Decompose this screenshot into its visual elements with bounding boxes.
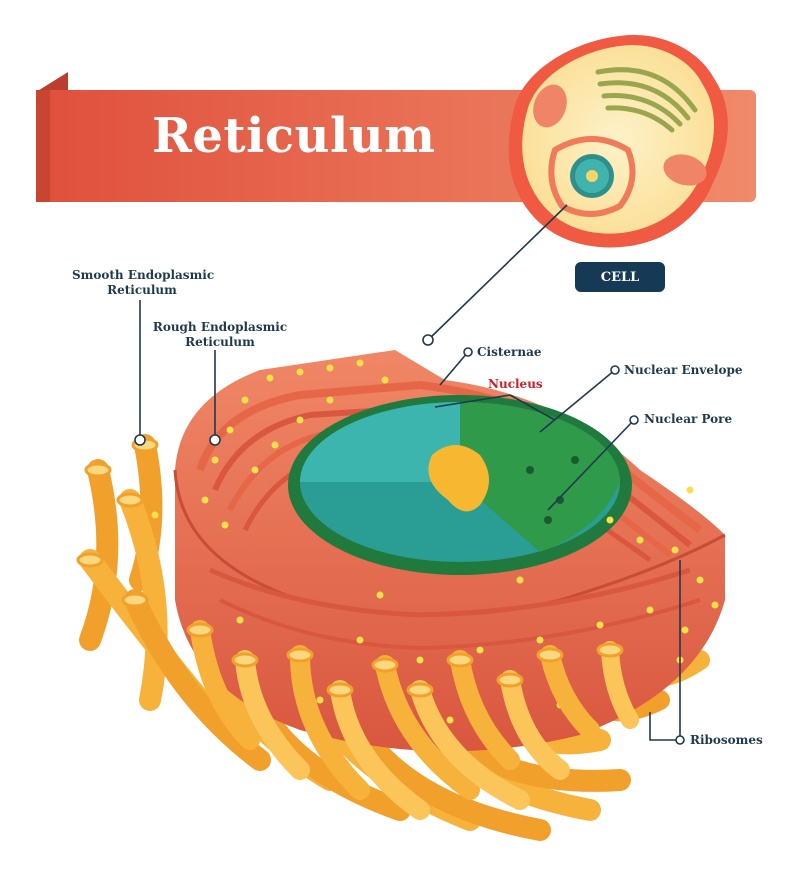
tubule-openings [76, 437, 624, 698]
page-title: Reticulum [152, 108, 436, 164]
nucleus [288, 395, 632, 575]
label-ribosomes: Ribosomes [690, 733, 763, 747]
label-cisternae: Cisternae [477, 345, 542, 359]
leader-dots [134, 334, 685, 745]
cell-illustration [508, 34, 728, 248]
front-tubules [190, 620, 639, 820]
cell-badge: CELL [575, 262, 665, 292]
ribosomes-dots [151, 359, 719, 724]
leader-lines [139, 204, 682, 741]
label-rough-er: Rough Endoplasmic Reticulum [152, 320, 288, 349]
label-nuclear-pore: Nuclear Pore [644, 412, 733, 426]
label-nuclear-envelope: Nuclear Envelope [624, 363, 743, 377]
label-smooth-er: Smooth Endoplasmic Reticulum [72, 268, 215, 297]
label-nucleus: Nucleus [488, 377, 543, 391]
